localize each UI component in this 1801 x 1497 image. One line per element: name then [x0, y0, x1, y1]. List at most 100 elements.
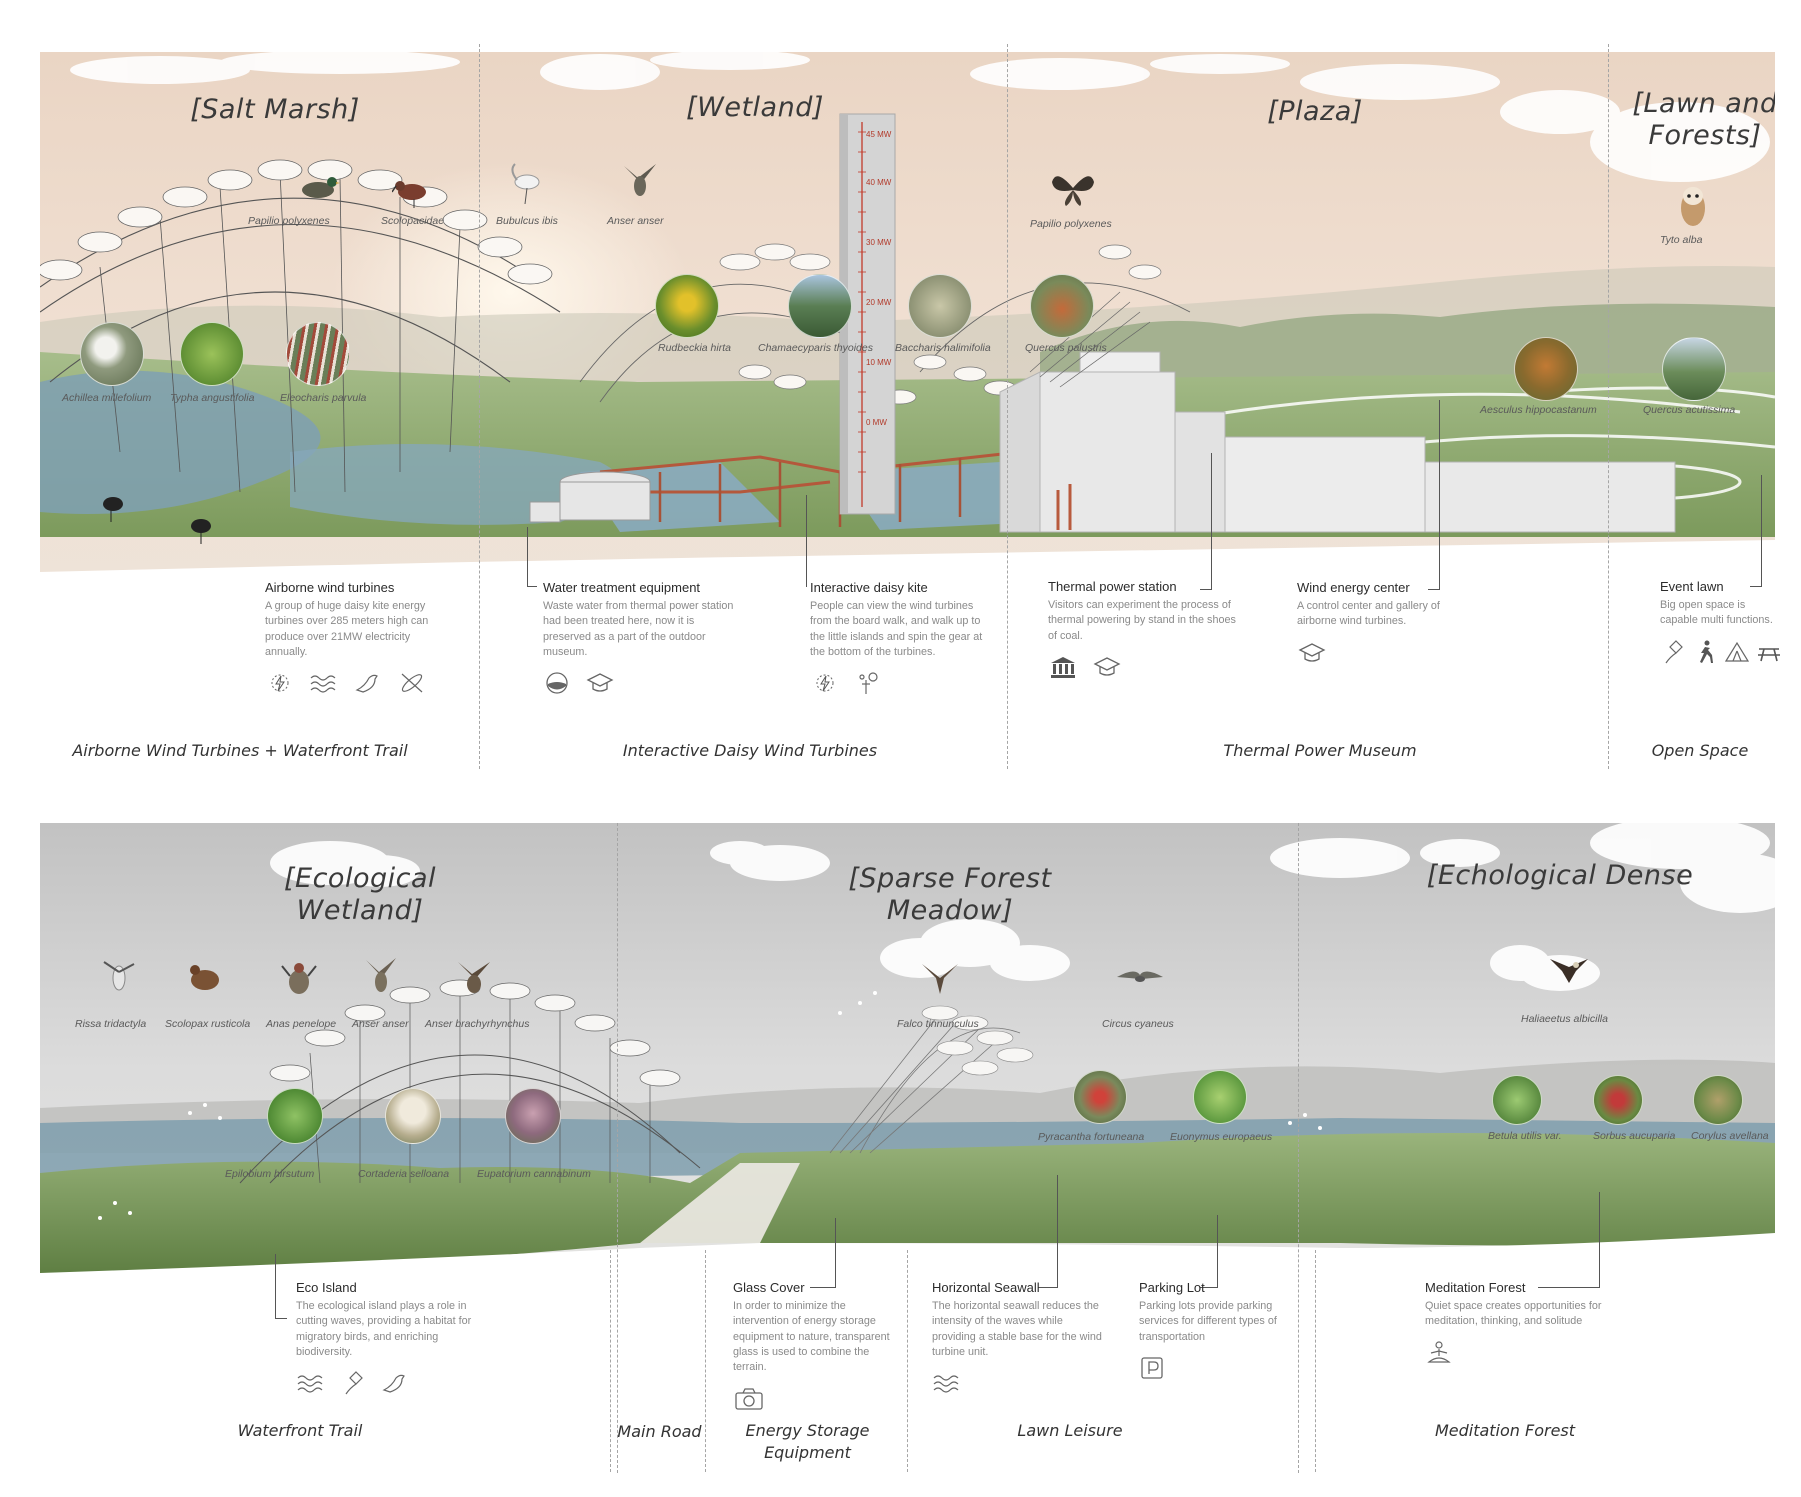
- plant-photo-circle: [505, 1088, 561, 1144]
- running-icon: [1700, 640, 1713, 663]
- camera-icon: [735, 1387, 763, 1410]
- plant-photo-circle: [180, 322, 244, 386]
- bird-icon: [382, 1375, 405, 1393]
- zone-label: Waterfront Trail: [237, 1421, 363, 1440]
- species-label: Papilio polyxenes: [248, 215, 330, 227]
- meditation-icon: [1427, 1341, 1451, 1363]
- bottom-scene-illustration: [40, 823, 1775, 1273]
- butterfly-icon: [1052, 176, 1094, 206]
- zone-divider: [479, 44, 480, 769]
- annotation-leader-line: [1428, 400, 1440, 590]
- annotation-description: Parking lots provide parking services fo…: [1139, 1300, 1277, 1343]
- annotation-title: Event lawn: [1660, 579, 1724, 594]
- annotation-leader-line: [275, 1254, 287, 1319]
- education-icon: [1298, 642, 1326, 662]
- plant-photo-circle: [267, 1088, 323, 1144]
- species-label: Tyto alba: [1660, 234, 1703, 246]
- tower-scale-label: 45 MW: [866, 130, 892, 139]
- species-label: Bubulcus ibis: [496, 215, 558, 227]
- zone-title-salt-marsh: [Salt Marsh]: [190, 94, 360, 125]
- annotation-title: Eco Island: [296, 1280, 357, 1295]
- water-icon: [546, 672, 568, 694]
- annotation-title: Horizontal Seawall: [932, 1280, 1040, 1295]
- plant-photo-circle: [1593, 1075, 1643, 1125]
- species-label: Eleocharis parvula: [280, 392, 367, 404]
- bird-silhouette-icon: [191, 519, 211, 544]
- gull-icon: [103, 961, 135, 991]
- goose-flying-icon: [458, 962, 490, 993]
- plant-photo-circle: [286, 322, 350, 386]
- plant-photo-circle: [80, 322, 144, 386]
- zone-label: Open Space: [1651, 741, 1749, 760]
- annotation-glass-cover: Glass Cover In order to minimize the int…: [733, 1280, 903, 1412]
- bird-icon: [355, 675, 378, 693]
- species-label: Typha angustifolia: [170, 392, 255, 404]
- annotation-leader-line: [1038, 1175, 1058, 1288]
- energy-icon: [271, 674, 289, 692]
- annotation-leader-line: [527, 527, 537, 587]
- tower-scale-label: 0 MW: [866, 418, 887, 427]
- zone-label: Thermal Power Museum: [1223, 741, 1417, 760]
- zone-title-sparse-forest-meadow: [Sparse Forest Meadow]: [848, 863, 1052, 926]
- plant-photo-circle: [1030, 274, 1094, 338]
- zone-divider: [1315, 1250, 1316, 1472]
- kayak-icon: [401, 673, 423, 693]
- species-label: Falco tinnunculus: [897, 1018, 979, 1030]
- plant-photo-circle: [1662, 337, 1726, 401]
- plant-photo-circle: [1073, 1070, 1127, 1124]
- species-label: Betula utilis var.: [1488, 1130, 1562, 1142]
- species-label: Baccharis halimifolia: [895, 342, 991, 354]
- tower-scale-label: 30 MW: [866, 238, 892, 247]
- annotation-leader-line: [1750, 475, 1762, 587]
- zone-divider: [1608, 44, 1609, 769]
- zone-label: Main Road: [617, 1422, 702, 1441]
- annotation-description: Big open space is capable multi function…: [1660, 599, 1773, 627]
- education-icon: [586, 673, 614, 692]
- annotation-title: Meditation Forest: [1425, 1280, 1526, 1295]
- zone-divider: [1298, 823, 1299, 1473]
- zone-title-plaza: [Plaza]: [1267, 96, 1363, 127]
- owl-icon: [1681, 187, 1705, 226]
- zone-title-wetland: [Wetland]: [686, 92, 824, 123]
- species-label: Anser anser: [352, 1018, 409, 1030]
- duck-icon: [302, 177, 340, 198]
- kite-icon: [345, 1371, 363, 1395]
- waves-icon: [933, 1375, 959, 1393]
- zone-title-ecological-wetland: [Ecological Wetland]: [283, 863, 436, 926]
- annotation-water-treatment: Water treatment equipment Waste water fr…: [543, 580, 743, 696]
- annotation-title: Parking Lot: [1139, 1280, 1205, 1295]
- annotation-description: Visitors can experiment the process of t…: [1048, 599, 1236, 642]
- tent-icon: [1724, 641, 1750, 662]
- species-label: Pyracantha fortuneana: [1038, 1131, 1145, 1143]
- species-label: Eupatorium cannabinum: [477, 1168, 591, 1180]
- species-label: Cortaderia selloana: [358, 1168, 450, 1180]
- interaction-icon: [859, 672, 878, 695]
- museum-icon: [1051, 656, 1075, 678]
- waves-icon: [310, 675, 336, 693]
- annotation-title: Airborne wind turbines: [265, 580, 395, 595]
- zone-label: Airborne Wind Turbines + Waterfront Trai…: [72, 741, 408, 760]
- annotation-title: Wind energy center: [1297, 580, 1410, 595]
- egret-icon: [511, 163, 540, 204]
- annotation-title: Interactive daisy kite: [810, 580, 928, 595]
- energy-icon: [816, 674, 834, 692]
- annotation-parking-lot: Parking Lot Parking lots provide parking…: [1139, 1280, 1289, 1381]
- zone-divider: [705, 1250, 706, 1472]
- annotation-leader-line: [1200, 453, 1212, 590]
- zone-label: Interactive Daisy Wind Turbines: [622, 741, 878, 760]
- plant-photo-circle: [1514, 337, 1578, 401]
- bird-silhouette-icon: [103, 497, 123, 522]
- annotation-description: The horizontal seawall reduces the inten…: [932, 1300, 1102, 1358]
- wigeon-icon: [281, 963, 317, 994]
- annotation-thermal-power-station: Thermal power station Visitors can exper…: [1048, 579, 1243, 680]
- plant-photo-circle: [385, 1088, 441, 1144]
- annotation-description: Waste water from thermal power station h…: [543, 600, 734, 658]
- plant-photo-circle: [1492, 1075, 1542, 1125]
- picnic-icon: [1758, 647, 1780, 661]
- zone-divider: [1007, 44, 1008, 769]
- parking-icon: [1141, 1357, 1163, 1379]
- annotation-leader-line: [810, 1218, 836, 1288]
- plant-photo-circle: [788, 274, 852, 338]
- annotation-description: The ecological island plays a role in cu…: [296, 1300, 472, 1358]
- zone-label: Lawn Leisure: [1017, 1421, 1123, 1440]
